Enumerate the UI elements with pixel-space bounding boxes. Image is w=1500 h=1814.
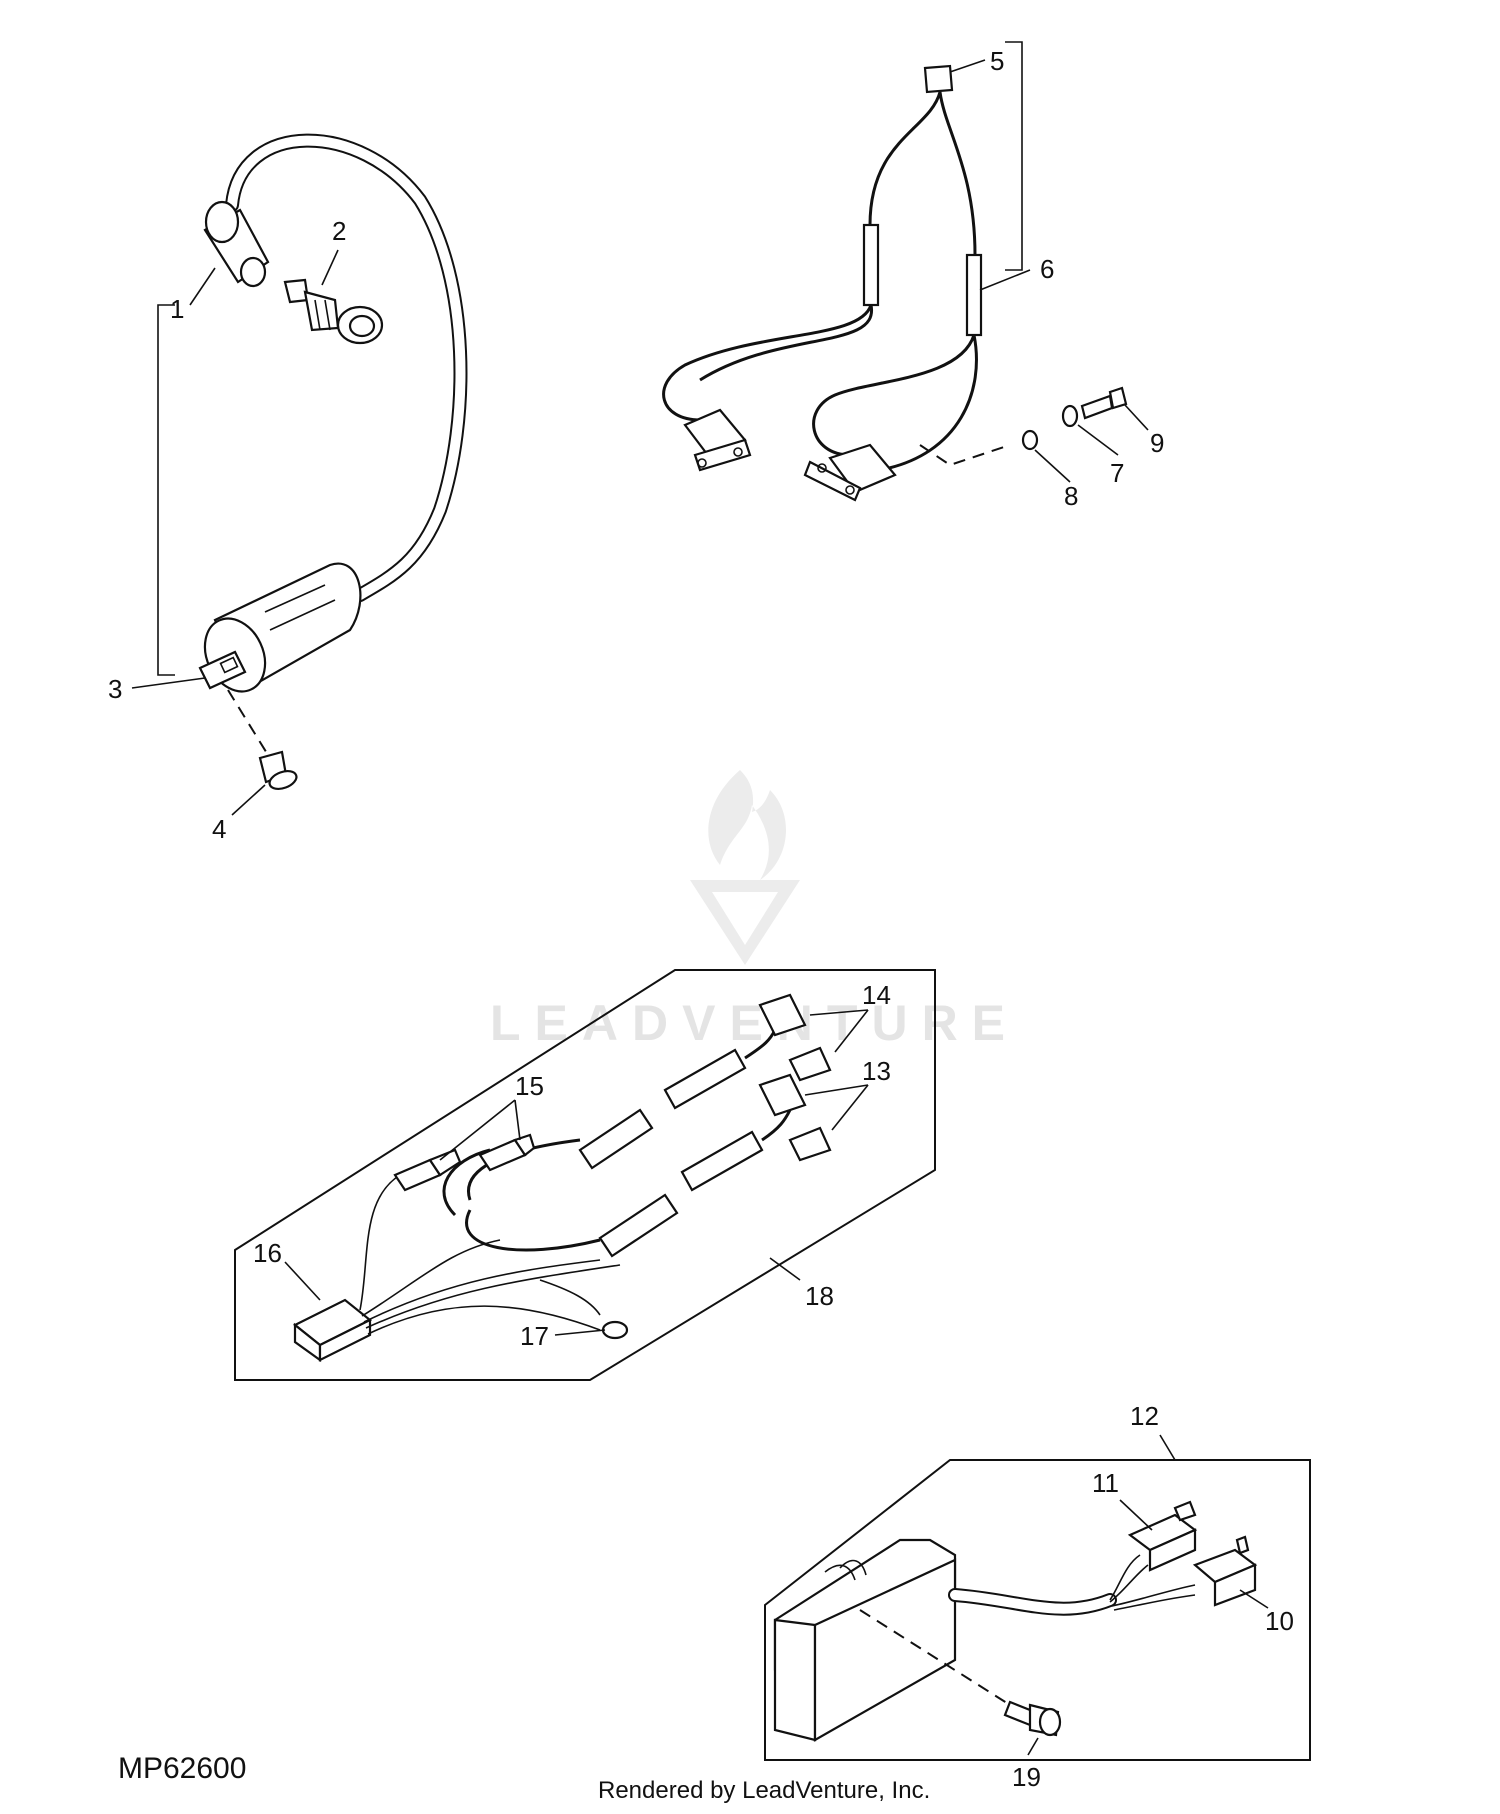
render-credit: Rendered by LeadVenture, Inc.: [598, 1777, 930, 1804]
wiring-lead-group-13-18: 14 13 15 16 17 18: [234, 969, 936, 1381]
cdi-module: [773, 1538, 957, 1742]
callout-7: 7: [1110, 458, 1124, 488]
bullet-connectors-15: [393, 1133, 536, 1192]
callout-6: 6: [1040, 254, 1054, 284]
callout-9: 9: [1150, 428, 1164, 458]
washer-7: [1061, 404, 1079, 428]
spark-plug: [283, 278, 384, 345]
callout-3: 3: [108, 674, 122, 704]
bolt-9: [1080, 394, 1114, 420]
callout-13: 13: [862, 1056, 891, 1086]
screw-4-dashline: [227, 689, 269, 756]
bracket-18: [234, 969, 936, 1381]
connector-11: [1127, 1500, 1198, 1572]
connector-16: [292, 1298, 373, 1363]
callout-4: 4: [212, 814, 226, 844]
callout-1: 1: [170, 294, 184, 324]
watermark: LEADVENTURE: [490, 770, 1019, 1051]
screw-4: [258, 750, 298, 791]
figure-id: MP62600: [118, 1752, 246, 1785]
bolt-19: [1003, 1700, 1062, 1737]
ignition-coil-group: 1 2 3 4: [108, 133, 468, 844]
ignition-coil-body: [198, 562, 362, 693]
callout-18: 18: [805, 1281, 834, 1311]
harness-group-5-9: 5 6 7 8 9: [662, 41, 1164, 511]
bracket-1-3: [157, 304, 175, 676]
callout-8: 8: [1064, 481, 1078, 511]
terminals-14: [758, 993, 832, 1082]
callout-14: 14: [862, 980, 891, 1010]
bracket-5-6: [1005, 41, 1023, 271]
connector-10: [1192, 1535, 1258, 1607]
cdi-module-group-10-19: 12 11 10 19: [764, 1401, 1311, 1792]
callout-5: 5: [990, 46, 1004, 76]
leadventure-logo-icon: [690, 770, 800, 965]
callout-2: 2: [332, 216, 346, 246]
terminal-left: [683, 408, 752, 472]
callout-16: 16: [253, 1238, 282, 1268]
bracket-12: [764, 1459, 1311, 1761]
callout-10: 10: [1265, 1606, 1294, 1636]
callout-19: 19: [1012, 1762, 1041, 1792]
callout-12: 12: [1130, 1401, 1159, 1431]
terminal-right: [803, 443, 897, 502]
callout-15: 15: [515, 1071, 544, 1101]
watermark-text: LEADVENTURE: [490, 995, 1019, 1051]
callout-11: 11: [1092, 1468, 1119, 1498]
terminals-13: [758, 1073, 832, 1162]
callout-17: 17: [520, 1321, 549, 1351]
nut-8: [1021, 429, 1039, 451]
ring-terminal-17: [601, 1320, 629, 1340]
connector-5: [923, 64, 954, 94]
